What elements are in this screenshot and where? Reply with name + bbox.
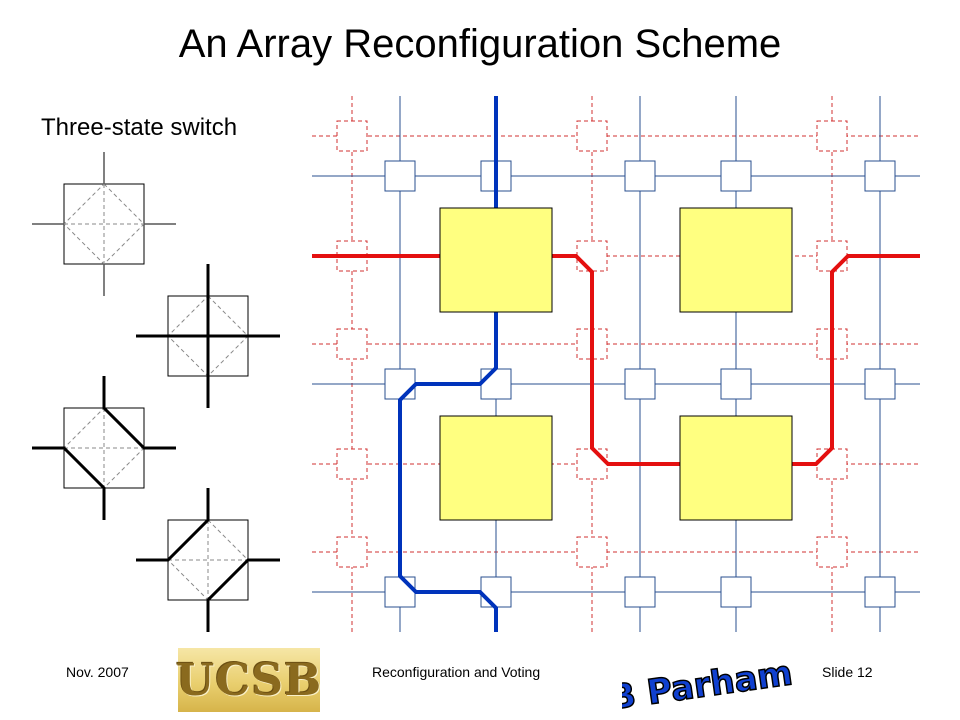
processor <box>679 207 793 313</box>
switch-state-cross <box>136 264 280 408</box>
processors <box>439 207 793 521</box>
footer-title: Reconfiguration and Voting <box>372 664 541 680</box>
processor <box>439 415 553 521</box>
ucsb-logo: UCSB <box>175 648 323 712</box>
footer-date: Nov. 2007 <box>66 664 129 680</box>
processor <box>679 415 793 521</box>
red-reconfigured-bus-right <box>792 254 920 466</box>
slide-title: An Array Reconfiguration Scheme <box>178 22 782 66</box>
switch-label: Three-state switch <box>41 114 238 141</box>
processor <box>439 207 553 313</box>
switch-state-idle <box>32 152 176 296</box>
red-reconfigured-bus-middle <box>552 254 680 466</box>
spare-switches <box>336 120 848 568</box>
slide-number: Slide 12 <box>822 664 873 680</box>
svg-text:B Parhami: B Parhami <box>622 652 792 716</box>
ucsb-logo-text: UCSB <box>175 654 323 706</box>
switch-state-bend-left <box>32 376 176 520</box>
switch-state-bend-right <box>136 488 280 632</box>
parhami-logo: B Parhami <box>622 651 792 716</box>
track-switches <box>384 160 896 608</box>
blue-reconfigured-bus-lower <box>398 312 498 632</box>
